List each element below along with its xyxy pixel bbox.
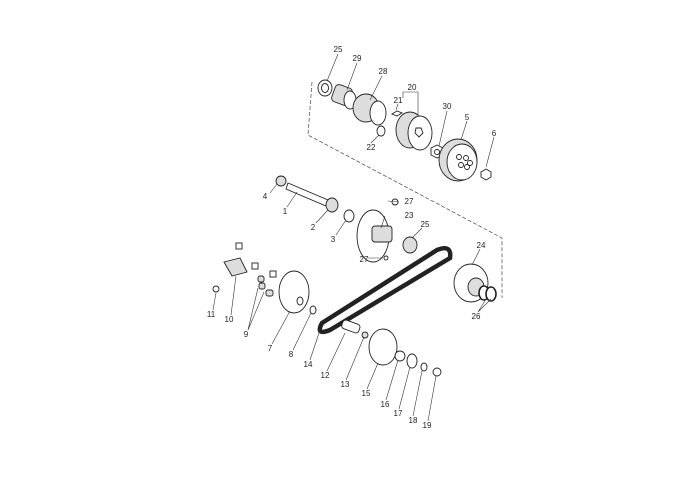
callout-17: 17 <box>394 409 403 418</box>
callout-labels: 25 29 28 20 21 30 5 6 22 4 1 27 23 25 2 … <box>207 45 497 430</box>
callout-26: 26 <box>472 312 481 321</box>
parts-shaft <box>275 175 418 263</box>
callout-22: 22 <box>367 143 376 152</box>
callout-21: 21 <box>394 96 403 105</box>
callout-24: 24 <box>477 241 486 250</box>
callout-25b: 25 <box>421 220 430 229</box>
callout-29: 29 <box>353 54 362 63</box>
callout-19: 19 <box>423 421 432 430</box>
parts-upper <box>317 79 492 182</box>
drive-belt <box>317 246 453 335</box>
callout-11: 11 <box>207 310 216 319</box>
parts-variator <box>212 242 442 377</box>
callout-27: 27 <box>405 197 414 206</box>
callout-14: 14 <box>304 360 313 369</box>
callout-10: 10 <box>225 315 234 324</box>
callout-6: 6 <box>492 129 497 138</box>
callout-23: 23 <box>405 211 414 220</box>
callout-28: 28 <box>379 67 388 76</box>
callout-20: 20 <box>408 83 417 92</box>
callout-30: 30 <box>443 102 452 111</box>
callout-15: 15 <box>362 389 371 398</box>
callout-5: 5 <box>465 113 470 122</box>
parts-pulley <box>453 263 497 303</box>
callout-16: 16 <box>381 400 390 409</box>
callout-3: 3 <box>331 235 336 244</box>
callout-2: 2 <box>311 223 316 232</box>
callout-27b: 27 <box>360 255 369 264</box>
callout-12: 12 <box>321 371 330 380</box>
callout-1: 1 <box>283 207 288 216</box>
callout-4: 4 <box>263 192 268 201</box>
leader-lines <box>212 53 495 422</box>
callout-9: 9 <box>244 330 249 339</box>
callout-25: 25 <box>334 45 343 54</box>
assembly-outline <box>307 81 503 298</box>
callout-8: 8 <box>289 350 294 359</box>
callout-7: 7 <box>268 344 273 353</box>
callout-13: 13 <box>341 380 350 389</box>
callout-18: 18 <box>409 416 418 425</box>
